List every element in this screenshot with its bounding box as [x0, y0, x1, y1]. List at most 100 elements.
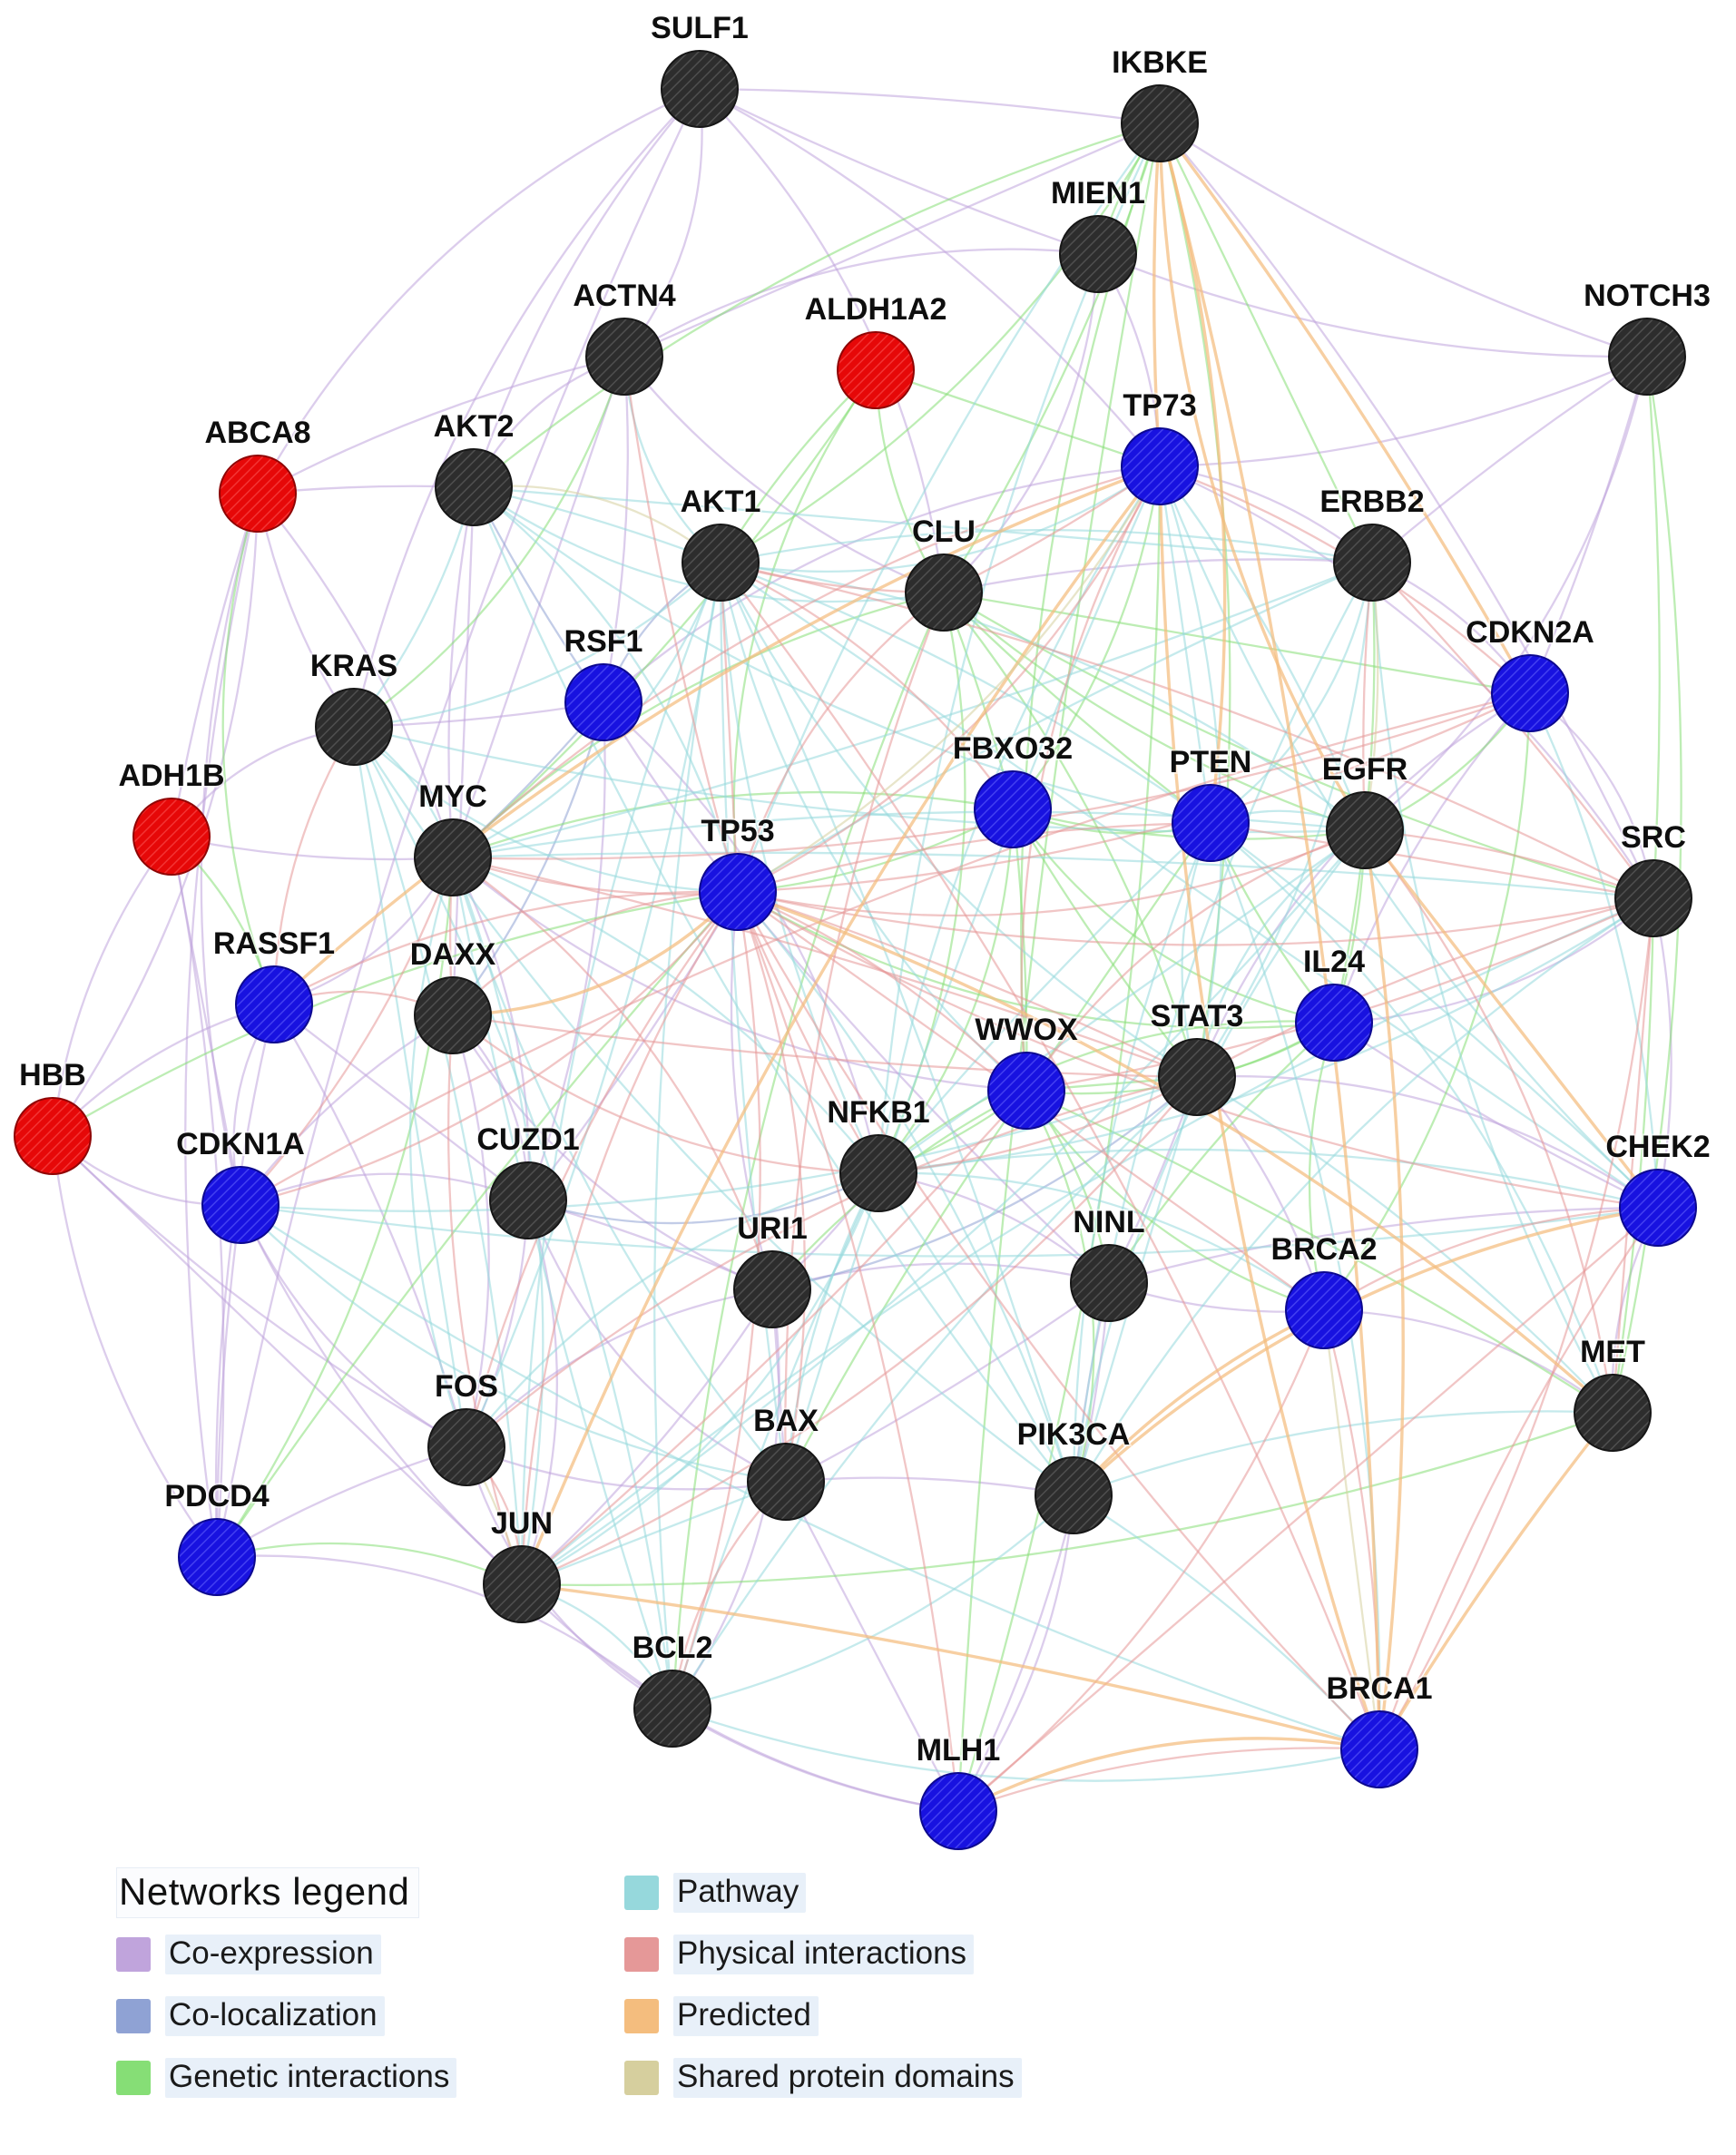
node-met[interactable]	[1574, 1374, 1652, 1452]
node-tp73[interactable]	[1121, 427, 1199, 505]
node-mien1[interactable]	[1059, 215, 1137, 293]
node-label-il24: IL24	[1303, 945, 1365, 979]
node-fbxo32[interactable]	[974, 770, 1052, 848]
edge-tp53-stat3	[736, 890, 1199, 1079]
node-tp53[interactable]	[699, 853, 777, 931]
edge-wwox-brca2	[1025, 1089, 1326, 1312]
edge-brca2-mlh1	[956, 1308, 1326, 1813]
node-label-erbb2: ERBB2	[1319, 485, 1424, 519]
node-cdkn2a[interactable]	[1491, 654, 1569, 732]
node-label-akt2: AKT2	[434, 409, 515, 444]
edge-bax-mlh1	[784, 1480, 960, 1813]
edge-actn4-clu	[623, 355, 946, 594]
edge-myc-bax	[451, 856, 788, 1484]
node-label-cuzd1: CUZD1	[476, 1122, 579, 1157]
node-label-nfkb1: NFKB1	[827, 1095, 929, 1130]
node-akt1[interactable]	[682, 524, 760, 602]
node-egfr[interactable]	[1326, 791, 1404, 869]
node-hbb[interactable]	[14, 1097, 92, 1175]
edge-akt1-wwox	[719, 561, 1028, 1092]
node-bax[interactable]	[747, 1443, 825, 1521]
node-ninl[interactable]	[1070, 1244, 1148, 1322]
edge-met-jun	[520, 1411, 1614, 1587]
edge-pten-met	[1209, 821, 1614, 1415]
node-adh1b[interactable]	[132, 798, 211, 876]
edge-tp53-pik3ca	[736, 890, 1075, 1497]
node-actn4[interactable]	[585, 318, 663, 396]
edge-tp53-nfkb1	[736, 890, 880, 1175]
node-abca8[interactable]	[219, 455, 297, 533]
node-akt2[interactable]	[435, 448, 513, 526]
edge-kras-jun	[352, 725, 524, 1586]
edge-sulf1-pdcd4	[215, 87, 701, 1559]
node-wwox[interactable]	[987, 1052, 1065, 1130]
node-jun[interactable]	[483, 1545, 561, 1623]
node-bcl2[interactable]	[633, 1670, 711, 1748]
node-pten[interactable]	[1172, 784, 1250, 862]
edge-rassf1-fos	[272, 1003, 468, 1449]
edge-erbb2-met	[1370, 561, 1614, 1415]
node-label-actn4: ACTN4	[573, 279, 675, 313]
node-src[interactable]	[1614, 859, 1692, 937]
node-sulf1[interactable]	[661, 50, 739, 128]
edge-cdkn1a-chek2	[239, 1203, 1660, 1258]
node-chek2[interactable]	[1619, 1169, 1697, 1247]
edge-cdkn2a-chek2	[1528, 691, 1660, 1210]
node-aldh1a2[interactable]	[837, 331, 915, 409]
edge-akt1-pik3ca	[719, 561, 1075, 1497]
edge-daxx-jun	[446, 1014, 524, 1586]
node-rsf1[interactable]	[564, 663, 642, 741]
node-clu[interactable]	[905, 553, 983, 632]
edge-tp53-rassf1	[272, 890, 740, 1006]
node-cuzd1[interactable]	[489, 1161, 567, 1239]
node-label-notch3: NOTCH3	[1584, 279, 1711, 313]
node-mlh1[interactable]	[919, 1772, 997, 1850]
node-il24[interactable]	[1295, 984, 1373, 1062]
edge-adh1b-myc	[170, 835, 455, 861]
node-nfkb1[interactable]	[839, 1134, 917, 1212]
edge-rassf1-tp73	[272, 465, 1162, 1006]
node-rassf1[interactable]	[235, 965, 313, 1043]
node-daxx[interactable]	[414, 976, 492, 1054]
edge-brca2-met	[1322, 1308, 1614, 1415]
edge-nfkb1-jun	[520, 1171, 880, 1586]
edge-brca2-pik3ca	[1072, 1308, 1326, 1497]
edge-cdkn2a-il24	[1332, 691, 1532, 1024]
node-kras[interactable]	[315, 688, 393, 766]
edge-pten-chek2	[1209, 821, 1660, 1210]
edge-chek2-brca1	[1378, 1206, 1660, 1751]
edge-src-met	[1611, 896, 1655, 1415]
node-label-clu: CLU	[912, 514, 976, 549]
node-erbb2[interactable]	[1333, 524, 1411, 602]
node-label-met: MET	[1580, 1335, 1645, 1369]
node-brca2[interactable]	[1285, 1271, 1363, 1349]
edge-src-chek2	[1652, 896, 1672, 1210]
edge-src-nfkb1	[877, 896, 1655, 1175]
node-label-ninl: NINL	[1073, 1205, 1144, 1239]
edge-il24-nfkb1	[877, 1020, 1336, 1175]
node-label-brca2: BRCA2	[1270, 1232, 1377, 1267]
node-myc[interactable]	[414, 818, 492, 896]
node-label-brca1: BRCA1	[1326, 1671, 1432, 1706]
edge-tp53-daxx	[451, 890, 740, 1017]
node-brca1[interactable]	[1340, 1710, 1418, 1788]
node-fos[interactable]	[427, 1408, 505, 1486]
edge-rassf1-pdcd4	[214, 1003, 276, 1559]
edge-sulf1-abca8	[256, 87, 701, 495]
node-pik3ca[interactable]	[1035, 1456, 1113, 1534]
edge-wwox-bax	[784, 1089, 1028, 1484]
node-uri1[interactable]	[733, 1250, 811, 1328]
node-label-pdcd4: PDCD4	[164, 1479, 269, 1513]
edge-tp73-fbxo32	[1011, 465, 1162, 811]
edge-stat3-chek2	[1195, 1074, 1660, 1210]
node-cdkn1a[interactable]	[201, 1166, 280, 1244]
node-notch3[interactable]	[1608, 318, 1686, 396]
node-pdcd4[interactable]	[178, 1518, 256, 1596]
node-ikbke[interactable]	[1121, 84, 1199, 162]
node-stat3[interactable]	[1158, 1038, 1236, 1116]
edge-chek2-brca2	[1322, 1206, 1660, 1312]
node-label-wwox: WWOX	[975, 1013, 1078, 1047]
edge-rassf1-cuzd1	[272, 1003, 530, 1202]
